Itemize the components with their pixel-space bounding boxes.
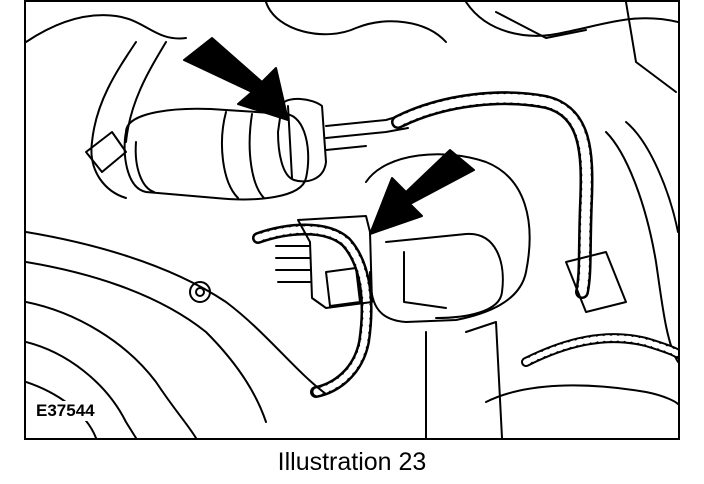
- bracket: [465, 321, 503, 438]
- bracket: [565, 251, 627, 313]
- hose-right: [485, 384, 678, 405]
- wiring-harness-inner: [393, 93, 592, 297]
- sensor-ring: [248, 113, 265, 199]
- connector-wires: [325, 145, 367, 151]
- sensor-body: [123, 107, 310, 201]
- connector-wires: [325, 127, 409, 139]
- housing: [365, 153, 531, 323]
- hose-clip: [85, 131, 127, 173]
- wiring-harness: [26, 261, 267, 423]
- hose-right-inner: [523, 335, 678, 365]
- bolt: [195, 287, 205, 297]
- figure-reference-code: E37544: [34, 401, 97, 421]
- sensor-ring: [134, 141, 155, 193]
- arrow-pointer-icon: [183, 37, 289, 121]
- housing: [403, 251, 447, 309]
- engine-contour: [625, 2, 677, 93]
- housing: [385, 232, 504, 319]
- wiring-harness: [26, 301, 197, 438]
- engine-contour: [465, 2, 678, 37]
- engine-line-drawing: [26, 2, 678, 438]
- hose-right: [625, 121, 678, 233]
- engine-contour: [265, 2, 447, 43]
- engine-contour: [26, 14, 187, 43]
- wiring-harness: [26, 231, 327, 395]
- connector-plug: [277, 98, 327, 183]
- engine-contour: [495, 11, 587, 39]
- arrow-pointer-icon: [369, 149, 475, 235]
- connector-plug-2-pins: [275, 245, 311, 283]
- sensor-ring: [221, 111, 239, 199]
- connector-plug-2: [297, 215, 373, 309]
- hose-lower: [26, 341, 137, 438]
- hose: [90, 41, 137, 199]
- illustration-frame: E37544: [24, 0, 680, 440]
- hose: [125, 41, 167, 143]
- connector-plug-2-latch: [325, 267, 361, 307]
- bolt: [189, 281, 211, 303]
- wiring-harness-inner: [254, 226, 371, 396]
- figure-caption: Illustration 23: [277, 448, 427, 476]
- hose-right: [605, 131, 678, 363]
- connector-plug-edge: [287, 105, 293, 179]
